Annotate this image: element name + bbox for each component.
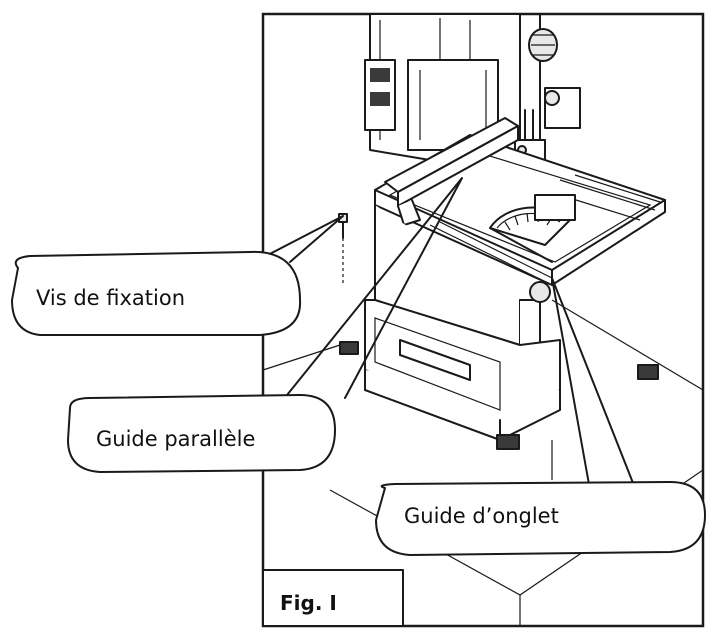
label-miter-gauge: Guide d’onglet — [404, 504, 559, 528]
switch-box — [364, 59, 396, 131]
rip-fence — [384, 117, 519, 226]
label-rip-fence: Guide parallèle — [96, 427, 255, 451]
callout-rip-fence: Guide parallèle — [67, 394, 336, 473]
callout-fixing-screw: Vis de fixation — [11, 250, 302, 336]
leader-lines — [261, 177, 636, 491]
callout-miter-gauge: Guide d’onglet — [375, 481, 706, 556]
tension-knob — [528, 28, 558, 62]
miter-gauge — [489, 194, 576, 263]
figure-caption: Fig. I — [280, 591, 337, 615]
figure-caption-box: Fig. I — [262, 569, 404, 627]
label-fixing-screw: Vis de fixation — [36, 286, 185, 310]
miter-slot — [429, 221, 553, 286]
cabinet-feet — [339, 341, 659, 450]
